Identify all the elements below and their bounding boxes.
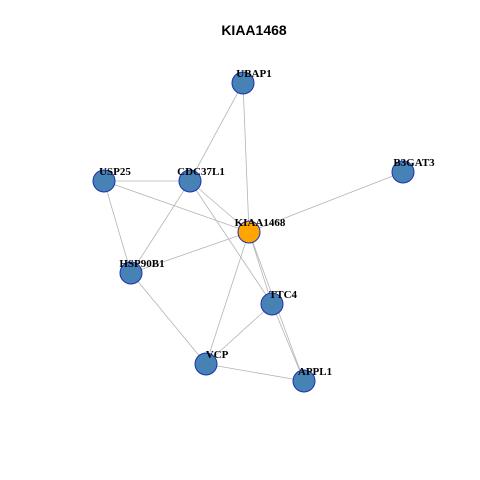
edge-vcp-appl1 [205, 363, 305, 382]
node-appl1 [292, 369, 316, 393]
edge-cdc37l1-hsp90b1 [130, 180, 191, 274]
node-vcp [194, 352, 218, 376]
node-label-hsp90b1: HSP90B1 [119, 258, 164, 270]
edge-cdc37l1-kiaa1468 [189, 180, 250, 233]
node-cdc37l1 [178, 169, 202, 193]
node-label-appl1: APPL1 [298, 366, 332, 378]
node-label-ubap1: UBAP1 [236, 68, 271, 80]
node-label-usp25: USP25 [99, 166, 131, 178]
node-label-kiaa1468: KIAA1468 [235, 217, 286, 229]
edge-usp25-hsp90b1 [103, 180, 132, 274]
edge-ttc4-appl1 [271, 303, 305, 382]
node-usp25 [92, 169, 116, 193]
node-label-cdc37l1: CDC37L1 [177, 166, 225, 178]
diagram-title: KIAA1468 [221, 22, 287, 38]
edge-ubap1-cdc37l1 [189, 82, 244, 182]
node-hsp90b1 [119, 261, 143, 285]
edge-b3gat3-kiaa1468 [248, 171, 404, 233]
edge-ubap1-kiaa1468 [242, 82, 250, 233]
edge-kiaa1468-vcp [205, 231, 250, 365]
node-label-ttc4: TTC4 [269, 289, 298, 301]
edge-kiaa1468-hsp90b1 [130, 231, 250, 274]
node-layer [92, 71, 415, 393]
edge-ttc4-vcp [205, 303, 273, 365]
node-kiaa1468 [237, 220, 261, 244]
node-b3gat3 [391, 160, 415, 184]
edge-cdc37l1-ttc4 [189, 180, 273, 305]
node-label-b3gat3: B3GAT3 [393, 157, 435, 169]
node-ttc4 [260, 292, 284, 316]
edge-usp25-kiaa1468 [103, 180, 250, 233]
edge-kiaa1468-ttc4 [248, 231, 273, 305]
edge-hsp90b1-vcp [130, 272, 207, 365]
node-label-vcp: VCP [206, 349, 229, 361]
node-ubap1 [231, 71, 255, 95]
